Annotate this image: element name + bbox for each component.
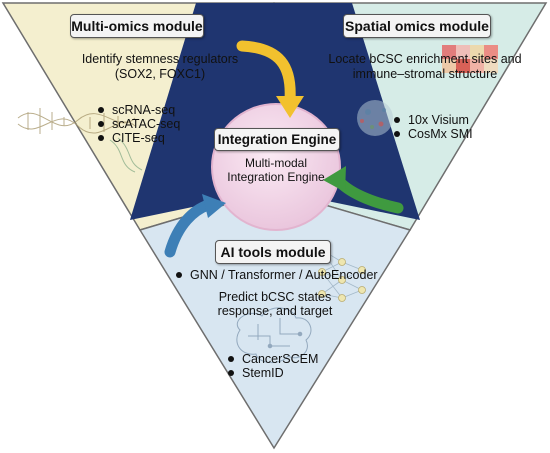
ai-tools-methods-list: GNN / Transformer / AutoEncoder	[174, 268, 378, 282]
spatial-omics-list: 10x Visium CosMx SMI	[392, 113, 473, 141]
ai-tools-description-line1: Predict bCSC states	[218, 290, 332, 304]
list-item: StemID	[226, 366, 318, 380]
list-item: CancerSCEM	[226, 352, 318, 366]
spatial-omics-description-line2: immune–stromal structure	[352, 67, 498, 81]
list-item: GNN / Transformer / AutoEncoder	[174, 268, 378, 282]
integration-subtitle-line1: Multi-modal	[244, 156, 307, 170]
ai-tools-description-line2: response, and target	[217, 304, 333, 318]
dna-helix-icon	[17, 108, 143, 173]
green-arrow-icon	[323, 166, 404, 214]
blue-arrow-icon	[164, 194, 226, 258]
spatial-omics-description-line1: Locate bCSC enrichment sites and	[328, 52, 522, 66]
yellow-arrow-icon	[236, 40, 304, 118]
spatial-omics-title: Spatial omics module	[343, 14, 491, 38]
list-item: 10x Visium	[392, 113, 473, 127]
multi-omics-description-line1: Identify stemness regulators	[81, 52, 239, 66]
list-item: CosMx SMI	[392, 127, 473, 141]
ai-tools-title: AI tools module	[215, 240, 331, 264]
circuit-brain-icon	[236, 307, 312, 363]
integration-engine-title: Integration Engine	[214, 128, 340, 151]
tissue-heatmap-icon	[357, 45, 498, 136]
list-item: CITE-seq	[96, 131, 180, 145]
integration-subtitle-line2: Integration Engine	[227, 170, 325, 184]
multi-omics-list: scRNA-seq scATAC-seq CITE-seq	[96, 103, 180, 145]
ai-tools-list: CancerSCEM StemID	[226, 352, 318, 380]
list-item: scATAC-seq	[96, 117, 180, 131]
multi-omics-description-line2: (SOX2, FOXC1)	[114, 67, 206, 81]
list-item: scRNA-seq	[96, 103, 180, 117]
multi-omics-title: Multi-omics module	[70, 14, 204, 38]
